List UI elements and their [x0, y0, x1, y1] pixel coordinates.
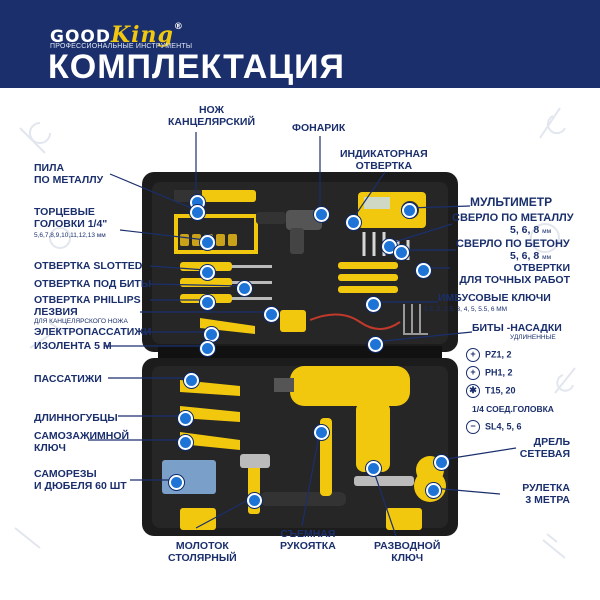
- callout-dot-hacksaw: [190, 205, 205, 220]
- label-pliers: ПАССАТИЖИ: [34, 373, 102, 385]
- header-banner: GOODKing® ПРОФЕССИОНАЛЬНЫЕ ИНСТРУМЕНТЫ К…: [0, 0, 600, 88]
- callout-dot-hex-keys: [366, 297, 381, 312]
- label-sockets: ТОРЦЕВЫЕ ГОЛОВКИ 1/4": [34, 206, 108, 230]
- callout-dot-tape-measure: [426, 483, 441, 498]
- label-bit-screwdriver: ОТВЕРТКА ПОД БИТЫ: [34, 278, 152, 290]
- self-locking-wrench: [180, 432, 240, 450]
- brand-tagline: ПРОФЕССИОНАЛЬНЫЕ ИНСТРУМЕНТЫ: [50, 43, 193, 50]
- label-blades: ЛЕЗВИЯ: [34, 306, 78, 318]
- callout-dot-hammer: [247, 493, 262, 508]
- concrete-drill-unit: мм: [542, 254, 552, 261]
- label-blades-sub: ДЛЯ КАНЦЕЛЯРСКОГО НОЖА: [34, 318, 128, 325]
- bit-sl-row: −SL4, 5, 6: [466, 420, 522, 434]
- callout-dot-blades: [264, 307, 279, 322]
- label-metal-drill-sizes: 5, 6, 8 мм: [510, 224, 551, 236]
- bit-soed-row: 1/4 СОЕД.ГОЛОВКА: [472, 404, 554, 414]
- callout-dot-bits: [368, 337, 383, 352]
- electro-pliers: [200, 318, 255, 334]
- label-electro-pliers: ЭЛЕКТРОПАССАТИЖИ: [34, 326, 152, 338]
- brand-name-good: GOOD: [50, 27, 111, 47]
- callout-dot-concrete-drill: [394, 245, 409, 260]
- bit-sl-label: SL4, 5, 6: [485, 421, 522, 432]
- label-hammer: МОЛОТОК СТОЛЯРНЫЙ: [168, 540, 237, 564]
- label-tape-measure: РУЛЕТКА 3 МЕТРА: [522, 482, 570, 506]
- label-screws: САМОРЕЗЫ И ДЮБЕЛЯ 60 ШТ: [34, 468, 127, 492]
- label-multimeter: МУЛЬТИМЕТР: [470, 195, 553, 209]
- label-metal-drill: СВЕРЛО ПО МЕТАЛЛУ: [452, 212, 574, 224]
- callout-dot-bit-screwdriver: [237, 281, 252, 296]
- metal-drill-sizes: 5, 6, 8: [510, 224, 540, 236]
- label-removable-handle: СЪЕМНАЯ РУКОЯТКА: [280, 528, 336, 552]
- callout-dot-long-nose: [178, 411, 193, 426]
- callout-dot-screws: [169, 475, 184, 490]
- label-tape-insulation: ИЗОЛЕНТА 5 М: [34, 340, 112, 352]
- measuring-tape-small: [280, 310, 306, 332]
- bit-t-label: T15, 20: [485, 385, 516, 396]
- callout-dot-adjustable-wrench: [366, 461, 381, 476]
- label-sockets-sizes: 5,6,7,8,9,10,11,12,13 мм: [34, 232, 106, 239]
- label-knife: НОЖ КАНЦЕЛЯРСКИЙ: [168, 104, 255, 128]
- callout-dot-drill: [434, 455, 449, 470]
- long-nose-pliers: [180, 406, 240, 422]
- callout-dot-flashlight: [314, 207, 329, 222]
- label-flashlight: ФОНАРИК: [292, 122, 346, 134]
- hacksaw: [174, 214, 258, 254]
- phillips-icon: +: [466, 366, 480, 380]
- latch-right: [386, 508, 422, 530]
- callout-dot-indicator: [346, 215, 361, 230]
- flashlight: [286, 210, 322, 230]
- callout-dot-sockets: [200, 235, 215, 250]
- label-bits: БИТЫ -НАСАДКИ: [472, 322, 562, 334]
- label-concrete-drill-sizes: 5, 6, 8 мм: [510, 250, 551, 262]
- torx-icon: ✱: [466, 384, 480, 398]
- latch-left: [180, 508, 216, 530]
- label-precision-screwdrivers: ОТВЕРТКИ ДЛЯ ТОЧНЫХ РАБОТ: [459, 262, 570, 286]
- pozidriv-icon: +: [466, 348, 480, 362]
- slotted-icon: −: [466, 420, 480, 434]
- callout-dot-phillips: [200, 295, 215, 310]
- concrete-drill-sizes: 5, 6, 8: [510, 250, 540, 262]
- label-adjustable-wrench: РАЗВОДНОЙ КЛЮЧ: [374, 540, 441, 564]
- label-hex-keys: ИМБУСОВЫЕ КЛЮЧИ: [438, 292, 551, 304]
- adjustable-wrench: [354, 476, 414, 486]
- brand-registered: ®: [173, 22, 184, 32]
- callout-dot-handle: [314, 425, 329, 440]
- callout-dot-slotted: [200, 265, 215, 280]
- bit-ph-row: + PH1, 2: [466, 366, 513, 380]
- brand-name-king: King: [110, 22, 174, 48]
- callout-dot-multimeter: [402, 203, 417, 218]
- label-concrete-drill: СВЕРЛО ПО БЕТОНУ: [456, 238, 570, 250]
- label-long-nose-pliers: ДЛИННОГУБЦЫ: [34, 412, 118, 424]
- background-tool-pattern: [14, 107, 576, 559]
- bit-pz-row: + PZ1, 2: [466, 348, 512, 362]
- label-phillips: ОТВЕРТКА PHILLIPS: [34, 294, 141, 306]
- metal-drill-unit: мм: [542, 228, 552, 235]
- callout-dot-locking-wrench: [178, 435, 193, 450]
- callout-dot-tape: [200, 341, 215, 356]
- label-hex-keys-sizes: 1.5, 2, 2.5, 3, 4, 5, 5.5, 6 ММ: [424, 306, 508, 313]
- label-self-locking-wrench: САМОЗАЖИМНОЙ КЛЮЧ: [34, 430, 130, 454]
- label-bits-sub: УДЛИНЕННЫЕ: [510, 334, 556, 341]
- label-drill: ДРЕЛЬ СЕТЕВАЯ: [519, 436, 570, 460]
- bit-pz-label: PZ1, 2: [485, 349, 512, 360]
- label-hacksaw: ПИЛА ПО МЕТАЛЛУ: [34, 162, 104, 186]
- callout-dot-pliers: [184, 373, 199, 388]
- callout-dot-precision: [416, 263, 431, 278]
- bit-ph-label: PH1, 2: [485, 367, 513, 378]
- hex-keys: [403, 304, 428, 335]
- bit-t-row: ✱ T15, 20: [466, 384, 516, 398]
- callout-dot-electro-pliers: [204, 327, 219, 342]
- label-indicator-screwdriver: ИНДИКАТОРНАЯ ОТВЕРТКА: [340, 148, 428, 172]
- label-slotted: ОТВЕРТКА SLOTTED: [34, 260, 143, 272]
- brand-logo: GOODKing®: [50, 22, 184, 48]
- page-title: КОМПЛЕКТАЦИЯ: [48, 48, 345, 86]
